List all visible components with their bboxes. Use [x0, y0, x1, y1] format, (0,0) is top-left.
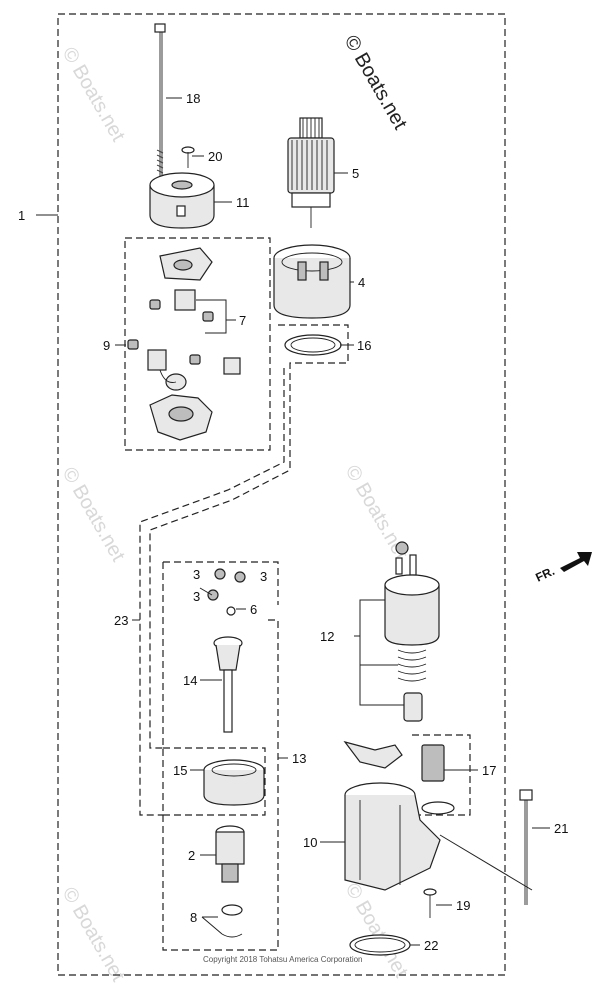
- callout-12: 12: [320, 629, 334, 644]
- callout-23: 23: [114, 613, 128, 628]
- armature-part-5: [287, 117, 335, 228]
- callout-18: 18: [186, 91, 200, 106]
- callout-21: 21: [554, 821, 568, 836]
- forward-arrow-icon: [560, 552, 592, 572]
- callout-19: 19: [456, 898, 470, 913]
- callout-labels: 1 18 20 11 5 4 16 7 9 3 3 3 6 23 12 14 1…: [18, 91, 568, 953]
- callout-3b: 3: [260, 569, 267, 584]
- solenoid-part-12: [384, 541, 440, 722]
- group-23-path: [139, 324, 349, 816]
- washer-part-6: [226, 606, 236, 616]
- shaft-part-14: [213, 636, 243, 733]
- callout-3c: 3: [193, 589, 200, 604]
- callout-4: 4: [358, 275, 365, 290]
- clutch-subgroup-box: [163, 747, 266, 816]
- watermark-mid-left: © Boats.net: [58, 464, 130, 566]
- copyright-notice: Copyright 2018 Tohatsu America Corporati…: [203, 955, 363, 964]
- callout-20: 20: [208, 149, 222, 164]
- lever-part-17: [343, 740, 455, 815]
- solenoid-group-box: [412, 734, 471, 816]
- bolt-part-19: [423, 888, 437, 918]
- callout-8: 8: [190, 910, 197, 925]
- o-ring-inner: [354, 937, 406, 953]
- callout-3a: 3: [193, 567, 200, 582]
- callout-2: 2: [188, 848, 195, 863]
- callout-10: 10: [303, 835, 317, 850]
- watermark-main: © Boats.net: [340, 32, 412, 134]
- bolt-part-18: [154, 23, 166, 180]
- callout-6: 6: [250, 602, 257, 617]
- watermark-top-left: © Boats.net: [58, 44, 130, 146]
- housing-part-10: [344, 782, 441, 891]
- callout-1: 1: [18, 208, 25, 223]
- forward-label: FR.: [533, 564, 556, 585]
- assembly-boundary: [57, 13, 506, 976]
- nuts-part-3: [207, 568, 246, 601]
- watermark-bottom-right: © Boats.net: [341, 880, 413, 982]
- clutch-part-2: [215, 825, 245, 883]
- callout-5: 5: [352, 166, 359, 181]
- pinion-group-box: [162, 561, 279, 951]
- forward-direction-indicator: FR.: [533, 552, 592, 585]
- callout-9: 9: [103, 338, 110, 353]
- screw-part-20: [181, 146, 195, 168]
- callout-14: 14: [183, 673, 197, 688]
- callout-22: 22: [424, 938, 438, 953]
- callout-7: 7: [239, 313, 246, 328]
- watermark-bottom-left: © Boats.net: [58, 884, 130, 986]
- yoke-part-4: [273, 244, 351, 319]
- brush-holder-parts-7-9: [127, 247, 241, 441]
- leader-lines: [36, 97, 550, 946]
- snap-ring-part-8: [221, 904, 243, 938]
- callout-15: 15: [173, 763, 187, 778]
- callout-17: 17: [482, 763, 496, 778]
- callout-13: 13: [292, 751, 306, 766]
- ring-part-16: [284, 334, 342, 356]
- brush-group-box: [124, 237, 271, 451]
- callout-11: 11: [236, 195, 250, 210]
- end-cover-part-11: [149, 172, 215, 229]
- gear-part-15: [203, 759, 265, 806]
- callout-16: 16: [357, 338, 371, 353]
- bolt-part-21: [519, 789, 533, 905]
